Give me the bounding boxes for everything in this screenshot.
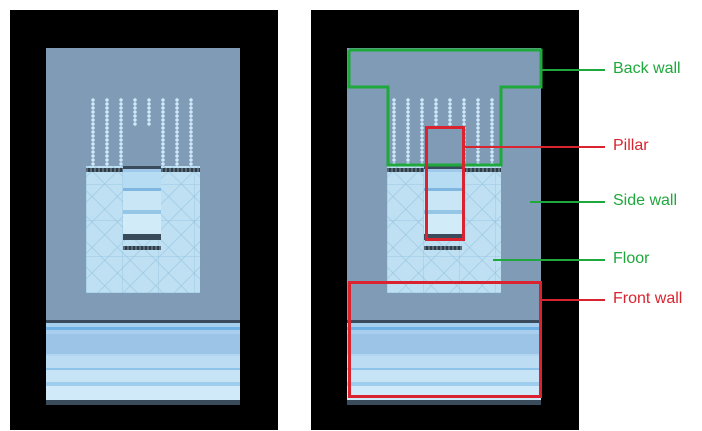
- map-preview-plain: [10, 10, 278, 430]
- front-wall-face: [46, 320, 240, 405]
- floor-callout-line: [493, 259, 605, 261]
- front-wall-callout-line: [542, 299, 605, 301]
- front-wall-face: [347, 320, 541, 405]
- front-wall-outline: [348, 281, 542, 398]
- pillar-rail: [123, 246, 161, 250]
- back-wall-rail: [387, 168, 424, 172]
- back-wall-rail: [86, 168, 123, 172]
- pillar-outline: [425, 126, 465, 241]
- pillar-rail: [424, 246, 462, 250]
- front-wall-label: Front wall: [613, 290, 683, 307]
- map-preview-annotated: [311, 10, 579, 430]
- pillar-face: [424, 166, 462, 240]
- back-wall-rail: [161, 168, 200, 172]
- pillar-label: Pillar: [613, 137, 649, 154]
- level-map: [347, 48, 541, 405]
- back-wall-label: Back wall: [613, 60, 681, 77]
- pillar-face: [123, 166, 161, 240]
- side-wall-label: Side wall: [613, 192, 678, 209]
- back-wall-rail: [462, 168, 501, 172]
- back-wall-callout-line: [541, 69, 605, 71]
- level-map: [46, 48, 240, 405]
- pillar-top: [424, 126, 462, 166]
- side-wall-callout-line: [530, 201, 605, 203]
- pillar-callout-line: [465, 146, 605, 148]
- floor-label: Floor: [613, 250, 650, 267]
- back-wall-outline: [347, 48, 543, 167]
- pillar-top: [123, 126, 161, 166]
